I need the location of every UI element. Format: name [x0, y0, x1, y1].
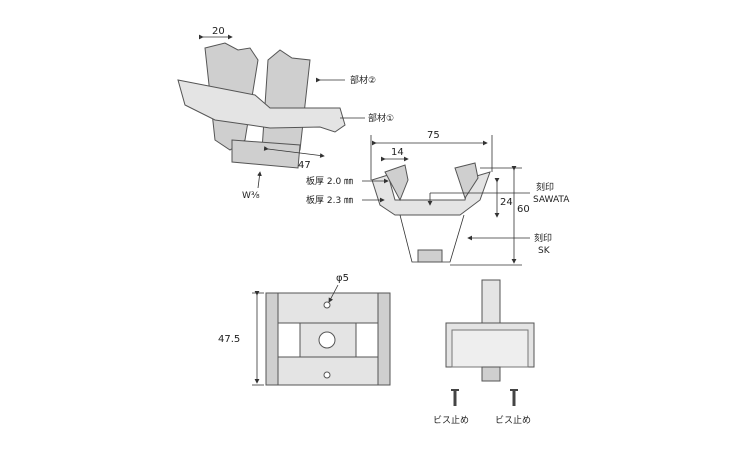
front-view: 75 14 板厚 2.0 ㎜ 板厚 2.3 ㎜ 刻印 SAWATA 24 60 …: [306, 130, 570, 266]
dim-60: 60: [517, 204, 530, 215]
front-u-bracket: [371, 171, 491, 216]
dim-24: 24: [500, 197, 513, 208]
thickness-2-3-label: 板厚 2.3 ㎜: [306, 194, 353, 206]
perspective-view: 20 部材② 部材① 47 W⅜: [177, 26, 394, 201]
bottom-plate: [231, 139, 301, 169]
stamp-sawata-line2: SAWATA: [533, 195, 570, 205]
hole-diameter-label: φ5: [336, 273, 349, 284]
part2-label: 部材②: [350, 74, 376, 86]
dim-20: 20: [212, 26, 225, 37]
stamp-sk-line2: SK: [538, 246, 551, 256]
screw-label-left: ビス止め: [433, 414, 469, 426]
dim-75: 75: [427, 130, 440, 141]
dim-14: 14: [391, 147, 404, 158]
top-hole: [323, 301, 331, 309]
part1-label: 部材①: [368, 112, 394, 124]
bottom-hole: [323, 371, 331, 379]
center-hole: [318, 331, 336, 349]
dim-line-47: [263, 146, 325, 158]
plan-right-flange: [377, 292, 391, 386]
bolt-label: W⅜: [242, 191, 260, 201]
stamp-sawata-line1: 刻印: [536, 181, 554, 193]
front-left-tab: [384, 164, 409, 202]
front-right-tab: [454, 162, 479, 200]
leader-bolt: [257, 171, 262, 189]
thickness-2-0-label: 板厚 2.0 ㎜: [306, 175, 353, 187]
side-view: ビス止め ビス止め: [433, 279, 535, 426]
part1-u-bracket: [177, 79, 346, 133]
plan-left-flange: [265, 292, 279, 386]
dim-47-5: 47.5: [218, 334, 240, 345]
side-bottom-block: [481, 366, 501, 382]
side-inner: [451, 329, 529, 368]
plan-view: φ5 47.5: [218, 273, 391, 386]
screw-label-right: ビス止め: [495, 414, 531, 426]
screw-icon-left: [451, 389, 459, 406]
screw-icon-right: [510, 389, 518, 406]
front-base-block: [417, 249, 443, 263]
dim-47: 47: [298, 160, 311, 171]
stamp-sk-line1: 刻印: [534, 232, 552, 244]
